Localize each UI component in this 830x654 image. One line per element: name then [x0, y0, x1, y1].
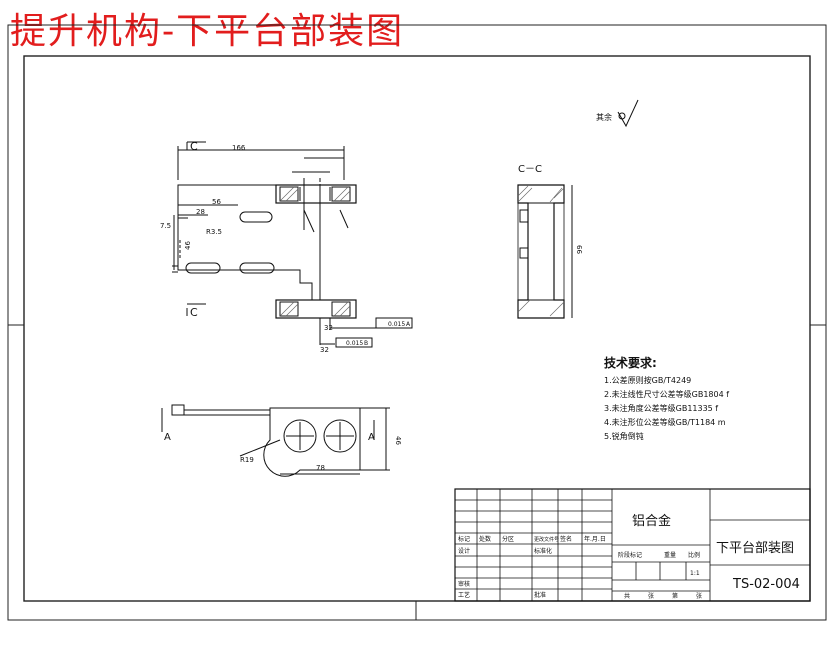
datum-a-ref: A	[406, 321, 411, 328]
front-view	[172, 141, 413, 348]
requirement-item: 4.未注形位公差等级GB/T1184 m	[604, 417, 726, 427]
tb-label-date: 年.月.日	[584, 535, 606, 543]
tolerance-1: 0.015	[388, 321, 405, 328]
tb-drawing-name: 下平台部装图	[716, 541, 794, 556]
tb-total: 共	[624, 592, 630, 600]
dim-r3-5: R3.5	[206, 228, 222, 236]
tb-material: 铝合金	[632, 513, 671, 529]
tb-scale: 1:1	[690, 570, 700, 577]
datum-b-ref: B	[364, 340, 368, 347]
requirement-item: 2.未注线性尺寸公差等级GB1804 f	[604, 389, 729, 399]
tb-scale-label: 比例	[688, 551, 700, 559]
requirement-item: 1.公差原则按GB/T4249	[604, 375, 691, 385]
tb-label-standardize: 标准化	[534, 547, 552, 555]
tb-weight: 重量	[664, 551, 676, 559]
dim-99: 99	[576, 245, 584, 254]
inner-frame	[23, 55, 811, 602]
requirement-item: 5.锐角倒钝	[604, 431, 644, 441]
outer-frame	[7, 24, 827, 621]
bottom-view	[161, 404, 390, 477]
section-marker-top: C	[190, 140, 198, 153]
tb-stage-mark: 阶段标记	[618, 551, 642, 559]
tb-label-review: 审核	[458, 580, 470, 588]
page-title: 提升机构-下平台部装图	[10, 11, 405, 52]
dim-56: 56	[212, 198, 221, 206]
tb-sheets: 张	[648, 592, 654, 600]
view-a-marker-right: A	[368, 432, 375, 443]
tb-label-signature: 签名	[560, 535, 572, 543]
dim-78: 78	[316, 464, 325, 472]
tb-label-zone: 分区	[502, 535, 514, 543]
dim-166: 166	[232, 144, 246, 152]
dim-32b: 32	[320, 346, 329, 354]
dim-46: 46	[184, 241, 192, 250]
view-a-marker-left: A	[164, 432, 171, 443]
tb-drawing-number: TS-02-004	[732, 577, 800, 592]
requirement-item: 3.未注角度公差等级GB11335 f	[604, 403, 718, 413]
title-block	[454, 488, 811, 602]
tb-label-change-doc: 更改文件号	[534, 536, 559, 543]
technical-requirements: 技术要求: 1.公差原则按GB/T4249 2.未注线性尺寸公差等级GB1804…	[604, 355, 729, 441]
tb-label-mark: 标记	[458, 535, 470, 543]
section-c-c-view	[517, 184, 573, 319]
surface-finish-label: 其余	[596, 112, 612, 122]
dim-7-5: 7.5	[160, 222, 171, 230]
tb-sheet: 张	[696, 592, 702, 600]
tb-label-count: 处数	[479, 535, 491, 543]
tb-label-design: 设计	[458, 547, 470, 555]
surface-finish-symbol: 其余	[596, 99, 639, 128]
tolerance-2: 0.015	[346, 340, 363, 347]
section-c-c-label: C－C	[518, 164, 542, 175]
tb-label-process: 工艺	[458, 591, 470, 599]
dim-32: 32	[324, 324, 333, 332]
requirements-heading: 技术要求:	[604, 355, 657, 370]
tb-label-approve: 批准	[534, 591, 546, 599]
dim-r19: R19	[240, 456, 254, 464]
section-marker-bottom: C	[190, 306, 198, 319]
dim-46b: 46	[394, 436, 402, 445]
tb-sheet-no: 第	[672, 592, 678, 600]
dim-28: 28	[196, 208, 205, 216]
